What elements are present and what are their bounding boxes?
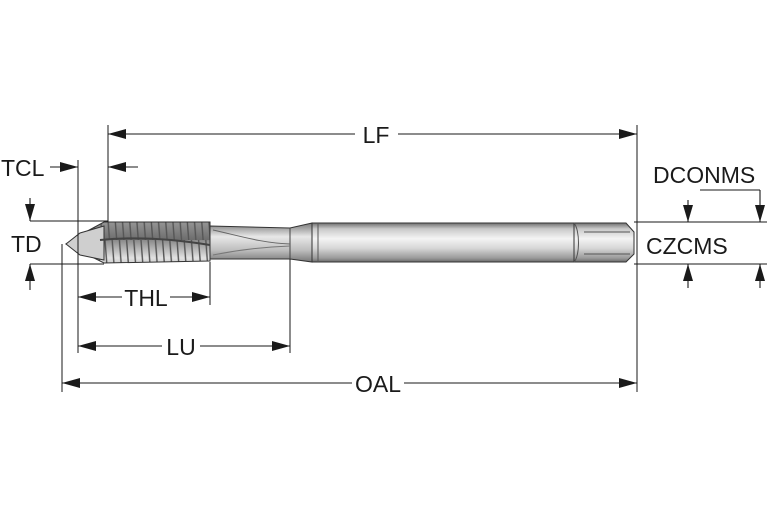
tcl-label: TCL: [1, 155, 45, 181]
dimension-oal: OAL: [62, 371, 637, 397]
oal-label: OAL: [355, 371, 401, 397]
flute-edge-lower: [212, 245, 291, 256]
extension-lines: [30, 125, 767, 392]
dimension-dconms: DCONMS: [653, 162, 765, 288]
tap-point: [65, 225, 105, 261]
dimension-lf: LF: [108, 122, 637, 148]
tap-square-drive: [573, 222, 635, 263]
flute-edge: [212, 229, 291, 245]
dimension-thl: THL: [78, 285, 210, 311]
dconms-label: DCONMS: [653, 162, 755, 188]
tap-flute: [99, 237, 211, 246]
td-label: TD: [11, 231, 42, 257]
lf-label: LF: [363, 122, 390, 148]
thl-label: THL: [124, 285, 168, 311]
lu-label: LU: [166, 334, 195, 360]
tap-neck: [209, 222, 313, 263]
dimension-czcms: CZCMS: [646, 200, 728, 288]
square-transition: [573, 222, 579, 263]
dimension-tcl: TCL: [1, 155, 138, 181]
tap-shank: [311, 222, 575, 263]
czcms-label: CZCMS: [646, 233, 728, 259]
tap-tool: [65, 221, 635, 264]
dimension-lu: LU: [78, 334, 290, 360]
dimension-td: TD: [11, 198, 42, 290]
